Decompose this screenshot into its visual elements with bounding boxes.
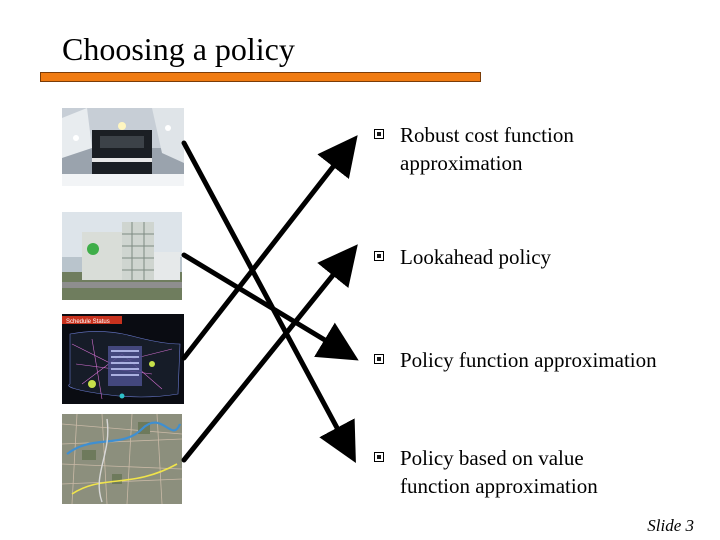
arrow-train-to-value-function: [181, 140, 356, 464]
item-policy-function: Policy function approximation: [400, 348, 657, 372]
arrow-warehouse-to-policy-function: [181, 252, 359, 361]
arrow-city-to-lookahead: [181, 244, 358, 463]
bullet-icon: [374, 251, 384, 261]
item-value-function: Policy based on value function approxima…: [400, 446, 598, 498]
item-lookahead: Lookahead policy: [400, 245, 552, 269]
slide-number: Slide 3: [647, 516, 694, 535]
bullet-icon: [374, 354, 384, 364]
warehouse-image: [62, 212, 182, 300]
schedule-map-image: Schedule Status: [62, 314, 184, 404]
bullet-icon: [374, 452, 384, 462]
slide-title: Choosing a policy: [62, 31, 295, 67]
schedule-map-caption: Schedule Status: [66, 319, 110, 325]
item-robust-cost: Robust cost function approximation: [400, 123, 574, 175]
city-map-image: [62, 414, 182, 504]
bullet-icon: [374, 129, 384, 139]
train-image: [62, 108, 184, 186]
arrow-map-to-robust-cost: [181, 135, 358, 361]
title-underline: [40, 72, 481, 82]
